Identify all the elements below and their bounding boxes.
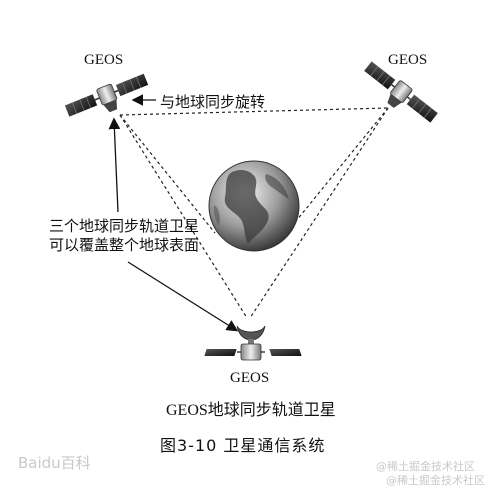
sync-rotation-annotation: 与地球同步旋转 (160, 93, 266, 111)
satellite-top-right-label: GEOS (388, 52, 428, 68)
coverage-line-2: 可以覆盖整个地球表面 (49, 236, 200, 254)
link-topleft-topright (119, 107, 389, 116)
watermark-right-2: @稀土掘金技术社区 (386, 474, 485, 487)
arrow-coverage-to-bottom (127, 261, 239, 332)
figure-caption: 图3-10 卫星通信系统 (160, 436, 326, 455)
orbit-link-lines (119, 107, 389, 319)
watermark-left: Baidu百科 (18, 454, 91, 472)
satellite-top-right-icon (364, 61, 438, 123)
satellite-top-left-label: GEOS (84, 52, 124, 68)
arrow-coverage-to-topleft (108, 117, 121, 213)
coverage-annotation: 三个地球同步轨道卫星 可以覆盖整个地球表面 (49, 217, 199, 255)
earth-icon (208, 160, 300, 252)
annotation-arrows (108, 94, 239, 332)
satellite-top-left-icon (64, 73, 149, 117)
tangent-topright-earth-low (291, 107, 389, 227)
link-topleft-bottom (119, 114, 248, 319)
coverage-line-1: 三个地球同步轨道卫星 (49, 217, 200, 235)
tangent-topleft-earth-low (119, 114, 216, 234)
satellite-bottom-icon (204, 325, 302, 361)
satellite-bottom-label: GEOS (230, 370, 270, 386)
watermark-right-1: @稀土掘金技术社区 (376, 460, 475, 473)
diagram-caption: GEOS地球同步轨道卫星 (166, 402, 336, 419)
